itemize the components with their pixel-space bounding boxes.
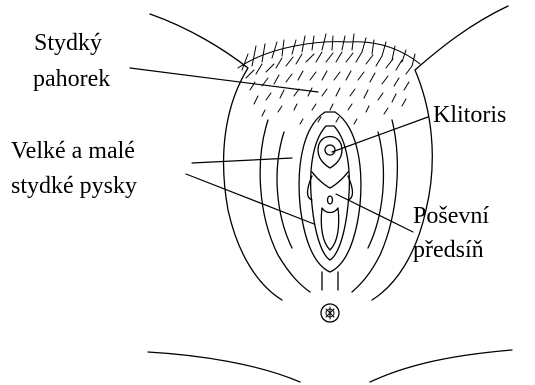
clitoris-shape xyxy=(308,137,353,201)
label-labia-line1: Velké a malé xyxy=(11,138,135,164)
leader-labia-minora xyxy=(186,174,314,224)
mons-hair xyxy=(238,34,420,124)
label-vestibule-line1: Poševní xyxy=(413,203,489,229)
leader-mons xyxy=(130,68,318,92)
leader-labia-majora xyxy=(192,158,292,163)
vestibule-shape xyxy=(321,196,338,250)
label-labia-line2: stydké pysky xyxy=(11,173,137,199)
label-mons-line1: Stydký xyxy=(34,30,102,56)
label-mons-line2: pahorek xyxy=(33,66,110,92)
perineum xyxy=(321,272,339,322)
label-clitoris: Klitoris xyxy=(433,102,506,128)
label-vestibule-line2: předsíň xyxy=(413,237,484,263)
body-outline xyxy=(148,6,512,382)
